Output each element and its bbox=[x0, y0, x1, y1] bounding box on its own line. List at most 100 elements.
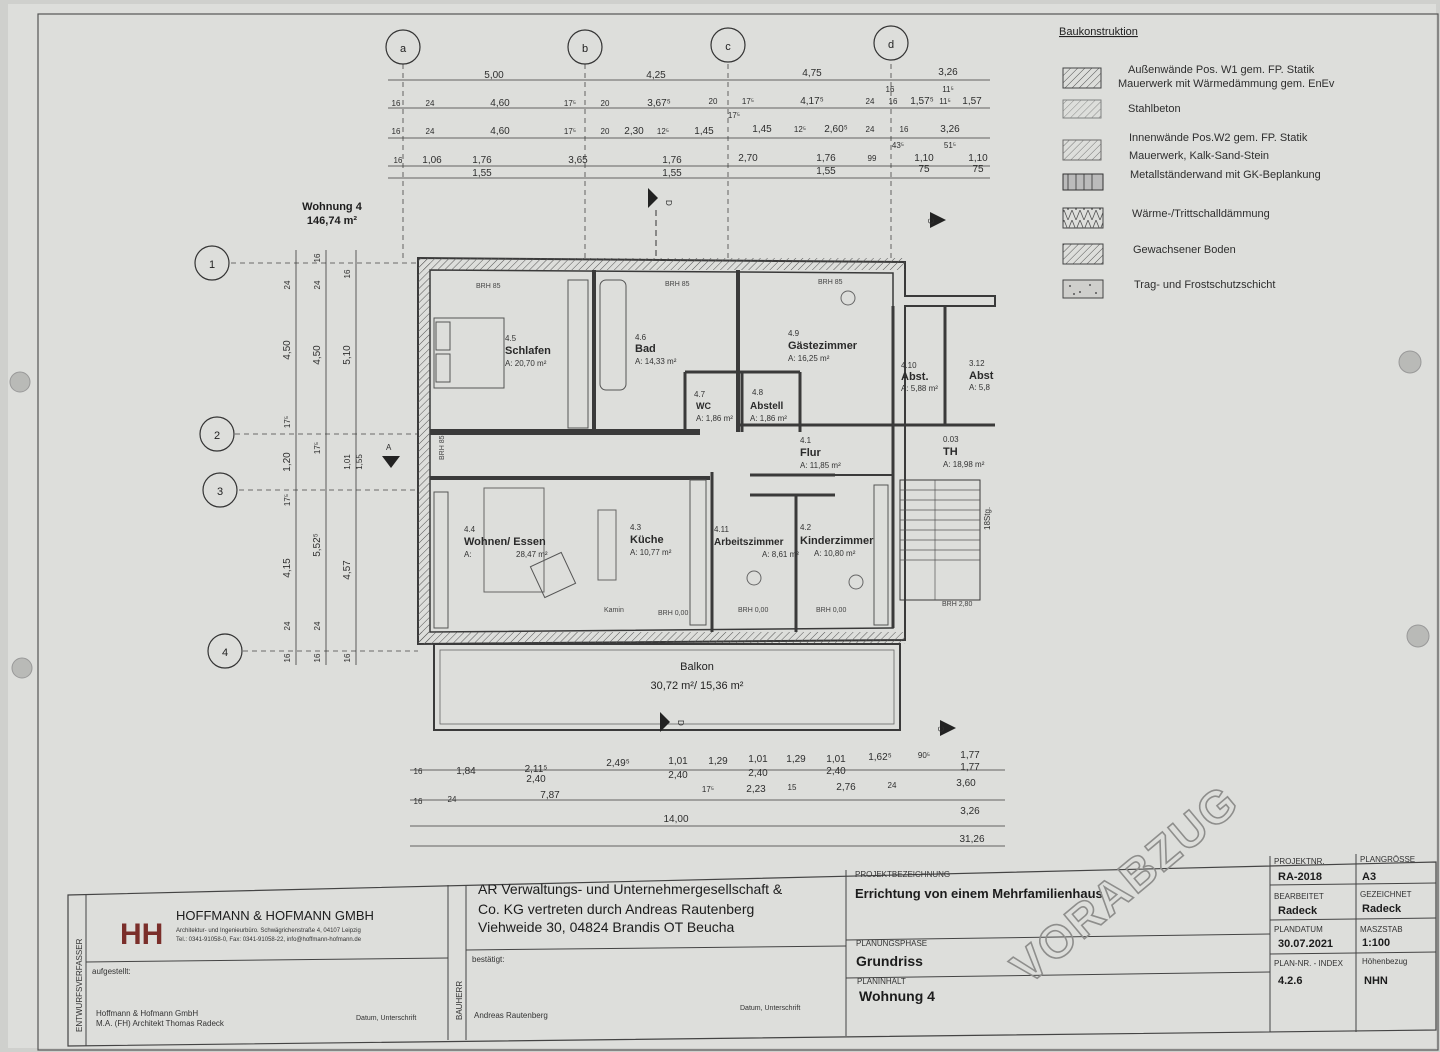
brh-label: BRH 0,00 bbox=[658, 610, 688, 617]
dim: 16 bbox=[392, 127, 401, 136]
dim: 17⁵ bbox=[313, 442, 322, 454]
dim: 20 bbox=[601, 127, 610, 136]
room-name: WC bbox=[696, 401, 711, 411]
title-side-label: ENTWURFSVERFASSER bbox=[75, 938, 84, 1032]
top-dims-row2: 16 24 4,60 17⁵ 20 3,67⁵ 20 17⁵ 4,17⁵ 24 … bbox=[392, 96, 983, 120]
dim: 14,00 bbox=[663, 814, 688, 825]
section-c-top: C bbox=[927, 218, 936, 224]
dim: 1,01 bbox=[826, 754, 846, 765]
brh-label: BRH 85 bbox=[476, 283, 501, 290]
firm-sign-1: Hoffmann & Hofmann GmbH bbox=[96, 1009, 198, 1018]
inhalt-label: PLANINHALT bbox=[857, 977, 906, 986]
room-name: Küche bbox=[630, 534, 664, 546]
dim: 16 bbox=[414, 797, 423, 806]
dim: 4,50 bbox=[312, 345, 323, 365]
legend-item-metal-stud: Metallständerwand mit GK-Beplankung bbox=[1130, 169, 1321, 181]
balcony-area: 30,72 m²/ 15,36 m² bbox=[651, 680, 744, 692]
brh-label: BRH 85 bbox=[439, 435, 446, 460]
room-number: 3.12 bbox=[969, 359, 985, 368]
dim: 12⁵ bbox=[657, 127, 669, 136]
cell-label: PLAN-NR. - INDEX bbox=[1274, 959, 1344, 968]
room-number: 4.7 bbox=[694, 390, 706, 399]
firm-sign-2: M.A. (FH) Architekt Thomas Radeck bbox=[96, 1019, 225, 1028]
dim: 2,49⁵ bbox=[606, 758, 630, 769]
bestaetigt-label: bestätigt: bbox=[472, 955, 504, 964]
dim: 15 bbox=[788, 783, 797, 792]
room-name: Gästezimmer bbox=[788, 340, 858, 352]
cell-value: A3 bbox=[1362, 871, 1376, 883]
dim: 1,76 bbox=[816, 153, 836, 164]
dim: 1,55 bbox=[662, 168, 682, 179]
section-markers: D D C C A bbox=[382, 188, 956, 736]
cell-label: PLANGRÖSSE bbox=[1360, 855, 1415, 864]
title-block: ENTWURFSVERFASSER BAUHERR HH HOFFMANN & … bbox=[67, 854, 1437, 1047]
cell-value: 4.2.6 bbox=[1278, 975, 1302, 987]
room-area: A: 1,86 m² bbox=[750, 414, 787, 423]
dim: 2,23 bbox=[746, 784, 766, 795]
dim: 2,40 bbox=[668, 770, 688, 781]
brh-label: BRH 0,00 bbox=[816, 607, 846, 614]
dim: 24 bbox=[283, 621, 292, 630]
dim: 1,10 bbox=[968, 153, 988, 164]
dim: 1,62⁵ bbox=[868, 752, 892, 763]
room-name: Arbeitszimmer bbox=[714, 537, 784, 548]
dim: 17⁵ bbox=[728, 111, 740, 120]
room-name: Abst. bbox=[901, 371, 929, 383]
left-dimension-lines bbox=[295, 250, 357, 665]
room-number: 4.5 bbox=[505, 334, 517, 343]
dim: 24 bbox=[313, 280, 322, 289]
dim: 1,29 bbox=[708, 756, 728, 767]
room-area: A: 14,33 m² bbox=[635, 357, 677, 366]
room-area: A: 1,86 m² bbox=[696, 414, 733, 423]
legend: Baukonstruktion Außenwände Pos. W1 gem. … bbox=[1059, 26, 1335, 299]
dim: 17⁵ bbox=[564, 127, 576, 136]
cell-value: Radeck bbox=[1362, 903, 1402, 915]
room-area: A: 11,85 m² bbox=[800, 461, 841, 470]
legend-item-frost-layer: Trag- und Frostschutzschicht bbox=[1134, 279, 1275, 291]
dim: 1,76 bbox=[662, 155, 682, 166]
dim: 16 bbox=[889, 97, 898, 106]
dim: 99 bbox=[868, 154, 877, 163]
dim: 3,65 bbox=[568, 155, 588, 166]
dim: 17⁵ bbox=[283, 494, 292, 506]
section-c-bottom: C bbox=[937, 726, 946, 732]
room-number: 4.3 bbox=[630, 523, 642, 532]
dim: 31,26 bbox=[959, 834, 984, 845]
dim: 12⁵ bbox=[794, 125, 806, 134]
room-number: 4.11 bbox=[714, 525, 730, 534]
cell-value: 1:100 bbox=[1362, 937, 1390, 949]
client-line-3: Viehweide 30, 04824 Brandis OT Beucha bbox=[478, 919, 735, 935]
room-number: 4.4 bbox=[464, 525, 476, 534]
room-name: Abst bbox=[969, 370, 994, 382]
firm-address: Architektur- und Ingenieurbüro. Schwägri… bbox=[176, 928, 361, 934]
room-name: Wohnen/ Essen bbox=[464, 536, 546, 548]
projekt-title: Errichtung von einem Mehrfamilienhaus bbox=[855, 886, 1103, 901]
inhalt-value: Wohnung 4 bbox=[859, 988, 935, 1004]
room-area-value: 28,47 m² bbox=[516, 550, 548, 559]
dim: 1,06 bbox=[422, 155, 442, 166]
dim: 2,60⁵ bbox=[824, 124, 848, 135]
room-name: Bad bbox=[635, 343, 656, 355]
firm-logo: HH bbox=[120, 918, 163, 951]
firm-name: HOFFMANN & HOFMANN GMBH bbox=[176, 908, 374, 923]
dim: 1,01 bbox=[748, 754, 768, 765]
dim: 17⁵ bbox=[702, 785, 714, 794]
firm-contact: Tel.: 0341-91058-0, Fax: 0341-91058-22, … bbox=[176, 937, 362, 943]
dim: 5,52⁵ bbox=[312, 533, 323, 557]
dim: 16 bbox=[414, 767, 423, 776]
room-area: A: 8,61 m² bbox=[762, 550, 799, 559]
client-line-2: Co. KG vertreten durch Andreas Rautenber… bbox=[478, 901, 754, 917]
top-dimension-lines bbox=[388, 79, 990, 179]
dim: 3,60 bbox=[956, 778, 976, 789]
dim: 24 bbox=[888, 781, 897, 790]
legend-item-exterior-wall: Außenwände Pos. W1 gem. FP. Statik bbox=[1128, 64, 1315, 76]
axis-label-a: a bbox=[400, 43, 407, 55]
dim: 16 bbox=[900, 125, 909, 134]
top-dims-row4: 43⁵ 51⁵ 16 1,06 1,76 3,65 1,76 2,70 1,76… bbox=[394, 141, 989, 166]
dim: 3,26 bbox=[960, 806, 980, 817]
dim: 43⁵ bbox=[892, 141, 904, 150]
legend-item-interior-wall-2: Mauerwerk, Kalk-Sand-Stein bbox=[1129, 150, 1269, 162]
dim: 3,26 bbox=[938, 67, 958, 78]
dim: 51⁵ bbox=[944, 141, 956, 150]
dim: 2,70 bbox=[738, 153, 758, 164]
